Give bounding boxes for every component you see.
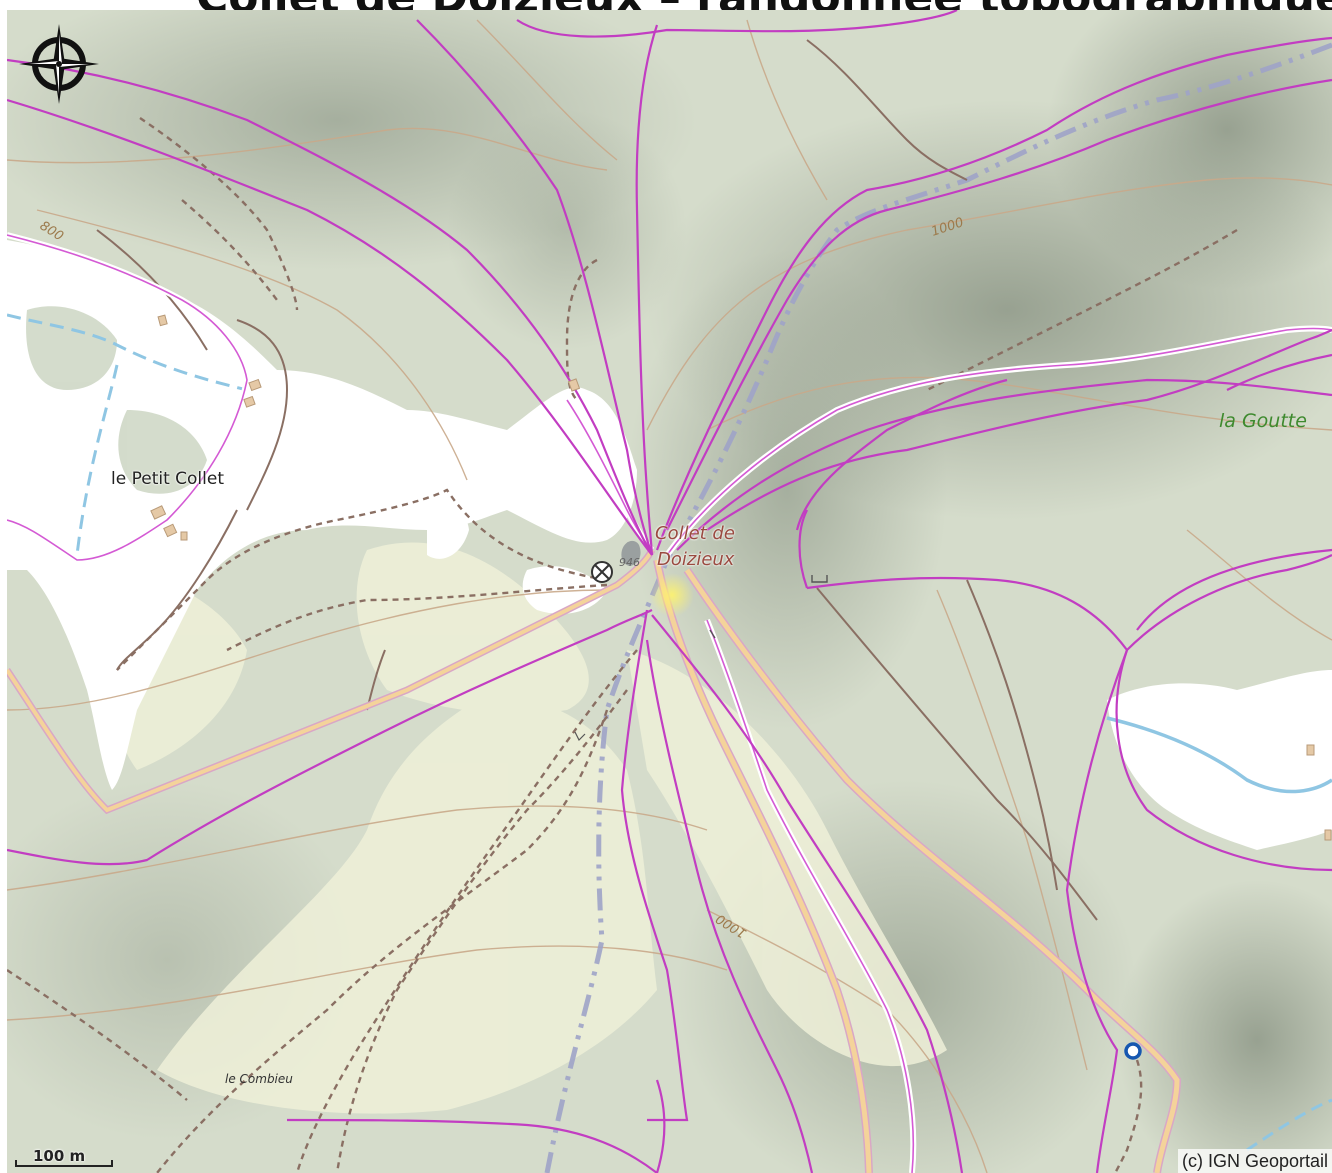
meadow-areas bbox=[103, 542, 947, 1114]
waypoint-icon[interactable] bbox=[1124, 1042, 1142, 1060]
map-canvas[interactable] bbox=[7, 10, 1332, 1173]
bridge-symbol bbox=[709, 629, 716, 639]
page-title: Collet de Doizieux – randonnée topograph… bbox=[196, 0, 1332, 10]
open-land-clearings bbox=[26, 306, 207, 494]
map-viewport[interactable]: le Petit Collet Collet de Doizieux la Go… bbox=[7, 10, 1332, 1173]
map-attribution[interactable]: (c) IGN Geoportail bbox=[1177, 1149, 1332, 1173]
scale-bar: 100 m bbox=[15, 1147, 113, 1169]
tracks bbox=[96, 39, 1098, 921]
cross-circle-icon[interactable] bbox=[591, 561, 613, 583]
footpaths bbox=[7, 117, 1238, 1173]
page-header: Collet de Doizieux – randonnée topograph… bbox=[0, 0, 1332, 10]
bridge-symbol bbox=[574, 731, 586, 742]
village-grey bbox=[621, 540, 641, 566]
bridge-symbol bbox=[811, 575, 828, 583]
admin-boundary bbox=[544, 42, 1332, 1173]
hiking-trails bbox=[7, 10, 1332, 1173]
water-features bbox=[7, 313, 1332, 1152]
compass-rose-icon[interactable] bbox=[17, 22, 101, 106]
white-roads bbox=[7, 232, 1332, 1173]
scale-label: 100 m bbox=[33, 1147, 86, 1165]
scale-line bbox=[15, 1160, 113, 1167]
buildings bbox=[150, 314, 1332, 841]
roads bbox=[7, 548, 1182, 1173]
pass-highlight bbox=[650, 573, 694, 617]
